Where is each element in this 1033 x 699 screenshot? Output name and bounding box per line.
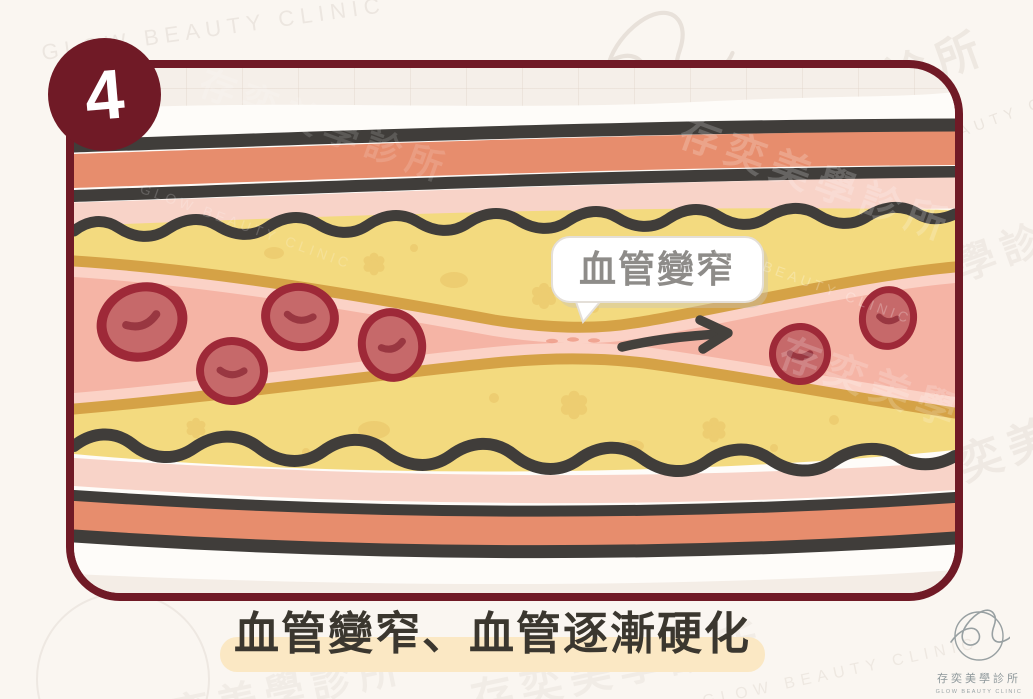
red-blood-cell [769,323,831,385]
caption: 血管變窄、血管逐漸硬化 [219,604,765,672]
red-blood-cell [858,286,918,350]
illustration-card: 血管變窄 存奕美學診所 GLOW BEAUTY CLINIC 存奕美學診所 GL… [66,60,963,601]
vessel-wall-bottom [74,428,955,559]
canvas-backing-bottom [74,570,955,593]
caption-text: 血管變窄、血管逐漸硬化 [233,608,751,659]
red-blood-cell [196,336,268,406]
clinic-name-zh: 存奕美學診所 [937,673,1021,685]
step-number-badge: 4 [48,38,161,151]
red-blood-cells [96,282,918,406]
red-blood-cell [357,308,427,382]
vessel-wall-top [74,118,955,234]
clinic-logo-icon [950,609,1018,661]
clinic-name-en: GLOW BEAUTY CLINIC [935,689,1023,695]
intima-wavy-line [74,202,955,242]
flow-arrow-icon [617,315,733,354]
step-number: 4 [81,53,128,136]
clinic-logo: 存奕美學診所 GLOW BEAUTY CLINIC [931,609,1027,695]
caption-row: 血管變窄、血管逐漸硬化 [0,604,1033,672]
speech-bubble: 血管變窄 [551,236,768,324]
bubble-label: 血管變窄 [579,248,735,290]
lumen-flow-specks [546,337,600,344]
vessel-illustration: 血管變窄 [74,92,955,593]
red-blood-cell [261,282,339,352]
red-blood-cell [96,282,188,362]
caption-highlight-bar [219,637,765,672]
